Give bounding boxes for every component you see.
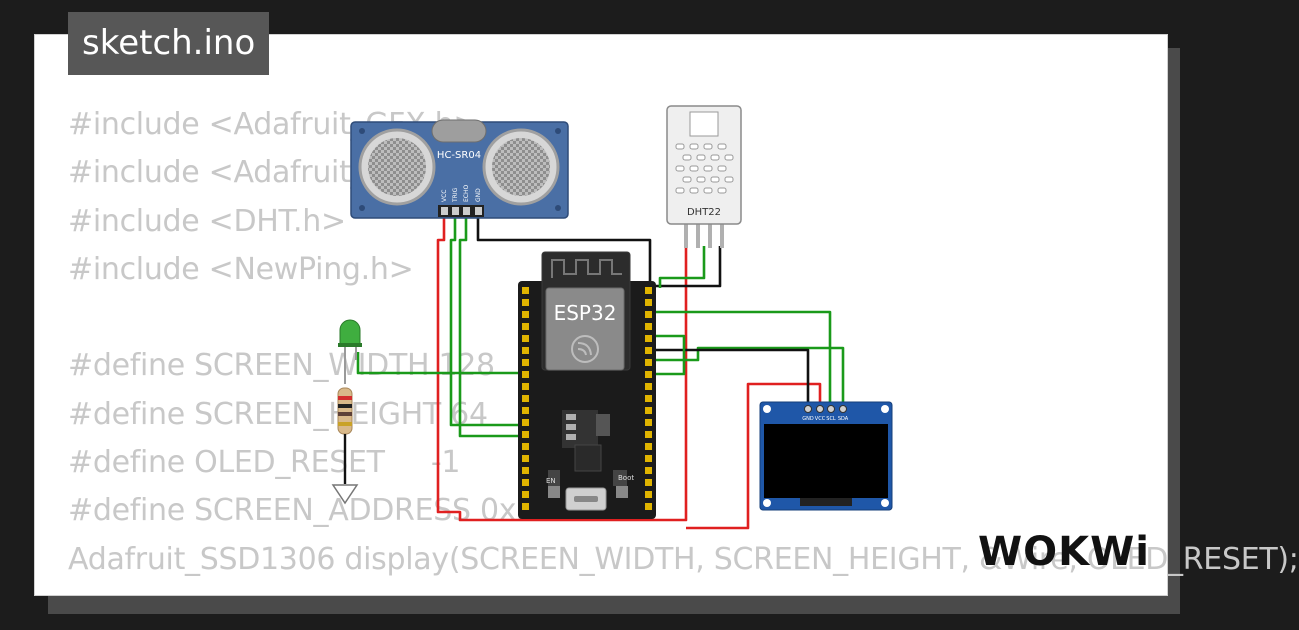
wire-green-dht2 <box>650 334 686 376</box>
en-label: EN <box>546 477 556 485</box>
code-line: #include <DHT.h> <box>68 203 346 239</box>
dht22-sensor[interactable]: DHT22 <box>666 105 742 248</box>
ultrasonic-label: HC-SR04 <box>437 150 481 161</box>
resistor <box>337 387 353 484</box>
code-line: #define SCREEN_HEIGHT 64 <box>68 396 488 432</box>
oled-display[interactable]: GND VCC SCL SDA <box>759 401 893 511</box>
code-line: #define OLED_RESET -1 <box>68 445 461 481</box>
wire-green-dht-data <box>658 246 706 288</box>
wokwi-logo-text: WOKWi <box>978 529 1150 575</box>
file-tab[interactable]: sketch.ino <box>68 12 270 75</box>
pin-label: VCC <box>441 190 448 202</box>
wire-red-oled <box>686 382 822 530</box>
oled-pin-label: SDA <box>838 416 849 422</box>
circuit-diagram: HC-SR04 VCC TRIG ECHO GND DHT22 <box>331 105 893 530</box>
en-button[interactable] <box>548 486 560 498</box>
pin-label: TRIG <box>452 187 459 203</box>
code-line: #define SCREEN_ADDRESS 0x3C <box>68 493 556 529</box>
oled-pin-label: GND <box>802 416 814 422</box>
pin-label: ECHO <box>463 185 470 202</box>
dht22-label: DHT22 <box>687 207 721 218</box>
led-indicator[interactable] <box>338 319 362 384</box>
esp32-label: ESP32 <box>554 301 617 325</box>
wire-green-led <box>356 352 530 375</box>
boot-label: Boot <box>618 474 634 482</box>
boot-button[interactable] <box>616 486 628 498</box>
oled-screen <box>764 424 888 498</box>
oled-pin-label: VCC <box>815 416 826 422</box>
esp32-board[interactable]: ESP32 EN Boot <box>518 251 656 519</box>
code-line: #include <NewPing.h> <box>68 251 414 287</box>
wire-green-sda <box>650 346 845 405</box>
pin-label: GND <box>475 188 482 202</box>
wokwi-logo: WOKWi <box>978 529 1150 575</box>
wire-red-vcc <box>436 214 688 522</box>
ultrasonic-sensor[interactable]: HC-SR04 VCC TRIG ECHO GND <box>350 119 569 219</box>
ground-symbol <box>331 484 359 505</box>
wire-black-gnd <box>476 214 652 286</box>
wire-green-scl <box>650 310 832 405</box>
wire-black-oled-gnd <box>650 348 810 405</box>
wire-black-dht <box>650 246 722 288</box>
wire-green-echo <box>458 214 530 438</box>
code-line: Adafruit_SSD1306 display(SCREEN_WIDTH, S… <box>68 541 1299 577</box>
wires <box>356 214 845 530</box>
oled-pin-label: SCL <box>826 416 836 422</box>
wire-green-trig <box>449 214 530 427</box>
code-line: #define SCREEN_WIDTH 128 <box>68 348 495 384</box>
